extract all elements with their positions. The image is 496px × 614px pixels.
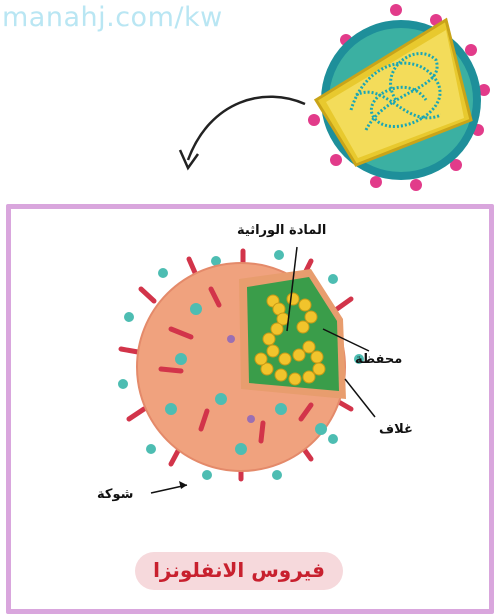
diagram-frame: المادة الوراثية محفظة غلاف شوكة فيروس ال…	[6, 204, 494, 614]
watermark: manahj.com/kw	[2, 2, 223, 33]
label-genetic-material: المادة الوراثية	[237, 223, 326, 238]
label-capsid: محفظة	[355, 352, 402, 367]
diagram-title: فيروس الانفلونزا	[135, 558, 343, 582]
curved-arrow	[170, 90, 310, 180]
label-envelope: غلاف	[379, 422, 413, 437]
top-virus-illustration	[296, 0, 496, 200]
title-badge: فيروس الانفلونزا	[135, 552, 343, 590]
label-spike: شوكة	[97, 487, 133, 502]
influenza-virus-diagram	[11, 209, 489, 609]
